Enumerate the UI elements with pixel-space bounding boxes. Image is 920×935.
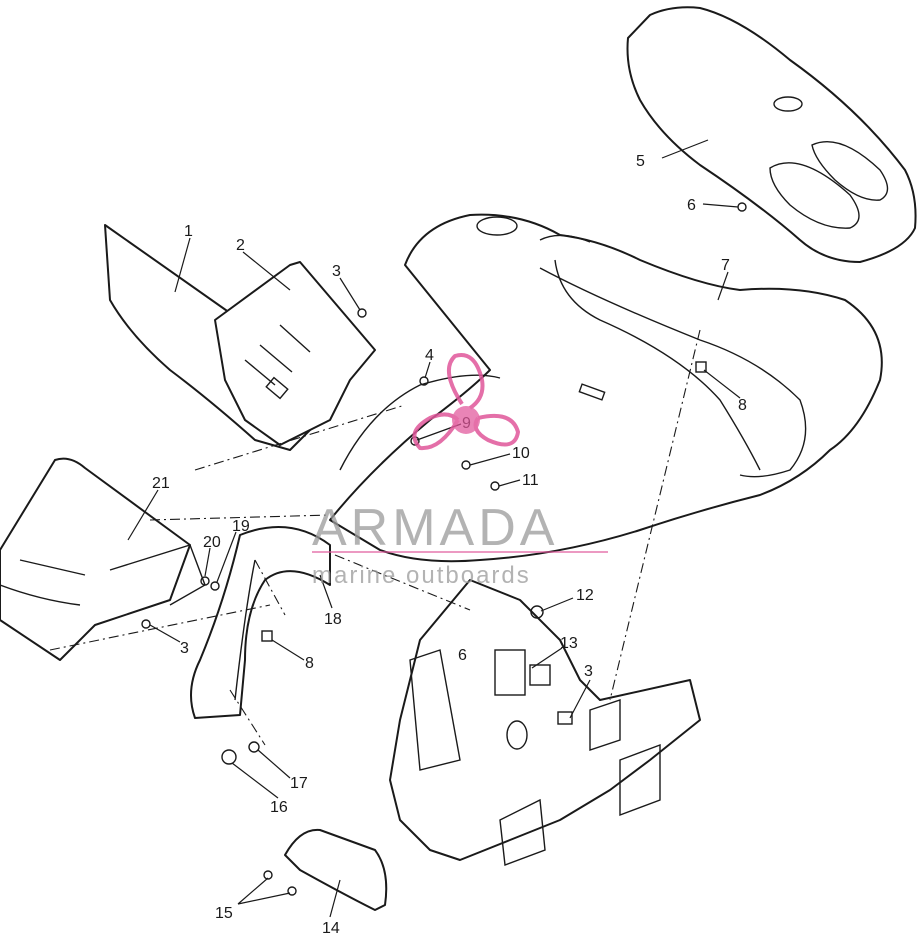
callout-14: 14 [322,920,340,935]
callout-15: 15 [215,905,233,922]
part-7-front-fender [329,213,883,563]
callout-2: 2 [236,237,245,254]
callout-10: 10 [512,445,530,462]
callout-18: 18 [324,611,342,628]
callout-12: 12 [576,587,594,604]
callout-21: 21 [152,475,170,492]
callout-20: 20 [203,534,221,551]
callout-3: 3 [332,263,341,280]
watermark: ARMADA marine outboards [312,353,608,589]
part-5-seat-cover [626,6,917,263]
callout-3-left: 3 [180,640,189,657]
callout-8: 8 [738,397,747,414]
part-14-guard [284,828,388,911]
callout-1: 1 [184,223,193,240]
assembly-lines [49,329,701,746]
lower-frame: 6 [389,579,701,866]
callout-13: 13 [560,635,578,652]
callout-3-frame: 3 [584,663,593,680]
callout-19: 19 [232,518,250,535]
part-2-footrest-panel [214,261,376,446]
callout-5: 5 [636,153,645,170]
callout-4: 4 [425,347,434,364]
propeller-logo-icon [412,353,521,451]
part-18-fender-flare [190,526,331,719]
callout-8-lower: 8 [305,655,314,672]
watermark-tagline: marine outboards [312,562,531,589]
callout-7: 7 [721,257,730,274]
watermark-brand: ARMADA [312,499,558,557]
part-21-footwell [0,457,206,661]
leader-lines [127,139,741,918]
callout-16: 16 [270,799,288,816]
callout-11: 11 [522,472,539,489]
callout-17: 17 [290,775,308,792]
callout-6: 6 [687,197,696,214]
frame-stamp-6: 6 [458,647,467,664]
